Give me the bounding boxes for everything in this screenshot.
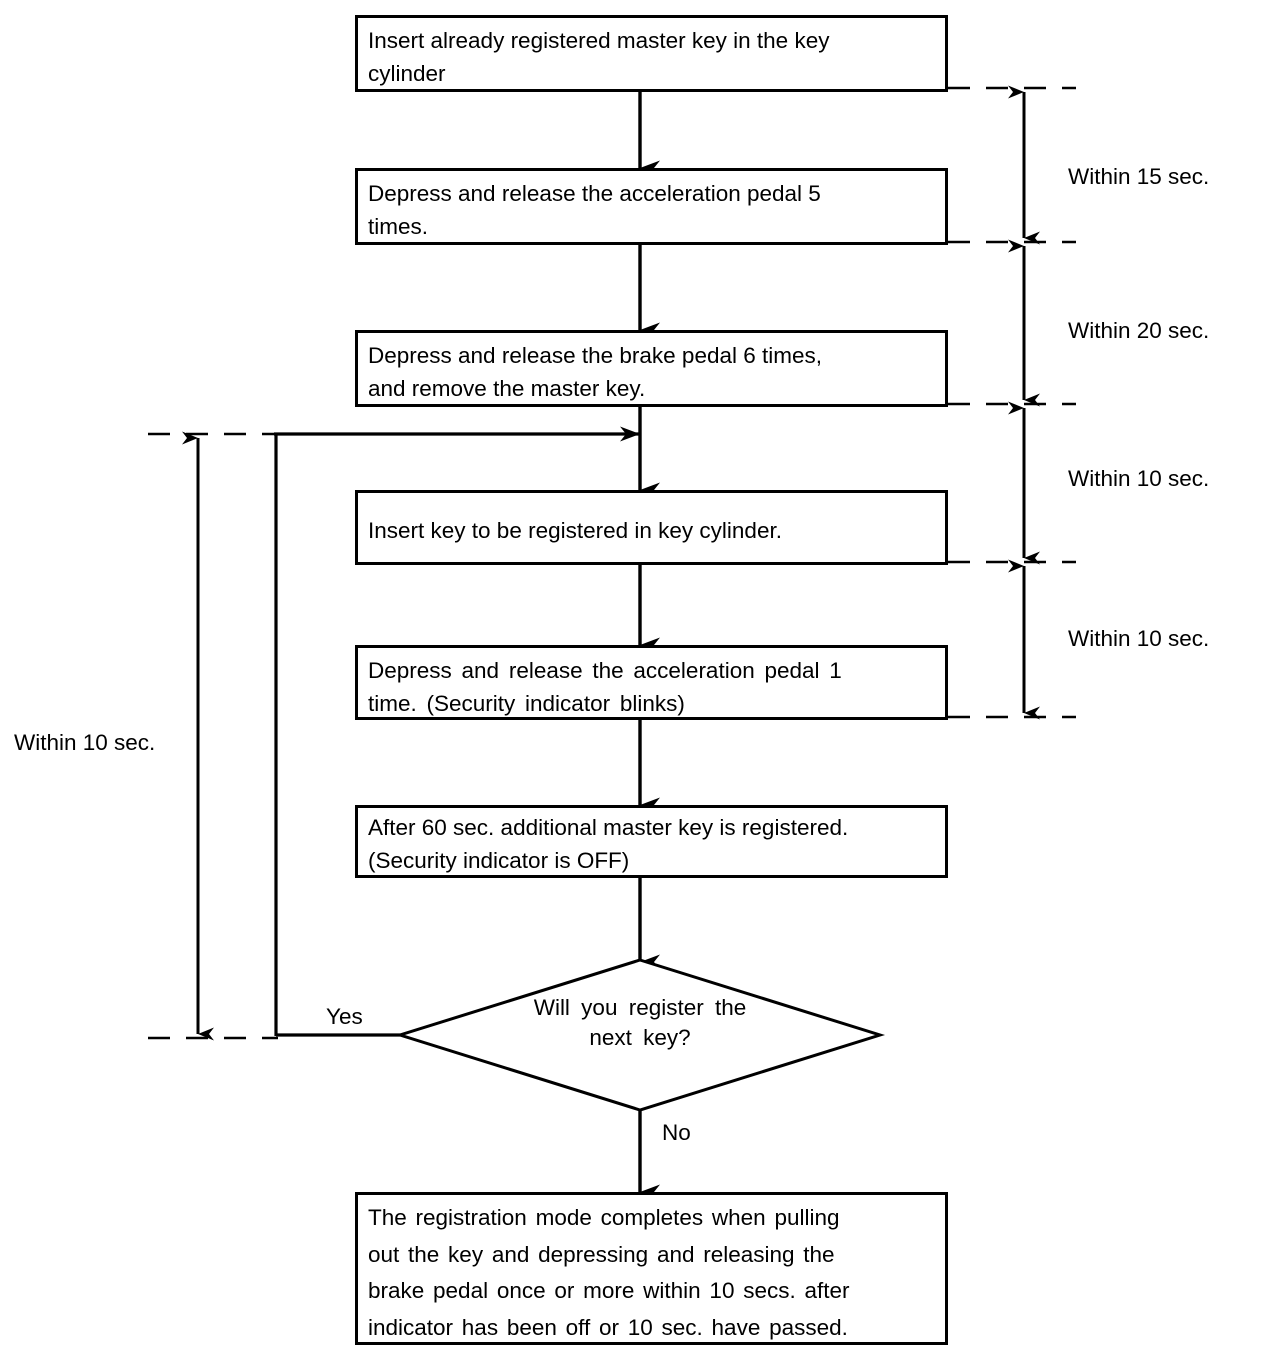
process-box-line: Depress and release the acceleration ped… (368, 658, 842, 683)
timing-note-within-15-sec: Within 15 sec. (1068, 164, 1210, 189)
edge-label-yes: Yes (326, 1004, 363, 1029)
final-box-line: The registration mode completes when pul… (368, 1205, 840, 1230)
decision-label-line: Will you register the (533, 995, 747, 1020)
process-box-line: and remove the master key. (368, 376, 646, 401)
process-box-line: Insert key to be registered in key cylin… (368, 518, 782, 543)
process-box-line: times. (368, 214, 429, 239)
timing-note-within-10-sec-loop: Within 10 sec. (14, 730, 156, 755)
decision-diamond-text: Will you register the next key? (400, 995, 880, 1050)
process-box-accel-pedal-1-time: Depress and release the acceleration ped… (355, 645, 948, 720)
process-box-accel-pedal-5-times: Depress and release the acceleration ped… (355, 168, 948, 245)
process-box-insert-master-key: Insert already registered master key in … (355, 15, 948, 92)
process-box-line: (Security indicator is OFF) (368, 848, 630, 873)
final-box-line: indicator has been off or 10 sec. have p… (368, 1314, 848, 1340)
process-box-line: cylinder (368, 61, 446, 86)
process-box-line: Depress and release the acceleration ped… (368, 181, 821, 206)
timing-note-within-20-sec: Within 20 sec. (1068, 318, 1210, 343)
final-box-line: brake pedal once or more within 10 secs.… (368, 1278, 850, 1303)
process-box-line: Insert already registered master key in … (368, 28, 830, 53)
process-box-line: Depress and release the brake pedal 6 ti… (368, 343, 823, 368)
decision-diamond (394, 958, 886, 1112)
timing-note-within-10-sec-a: Within 10 sec. (1068, 466, 1210, 491)
final-box-line: out the key and depressing and releasing… (368, 1241, 835, 1267)
process-box-line: time. (Security indicator blinks) (368, 691, 685, 716)
process-box-after-60-sec-registered: After 60 sec. additional master key is r… (355, 805, 948, 878)
process-box-insert-key-to-register: Insert key to be registered in key cylin… (355, 490, 948, 565)
timing-note-within-10-sec-b: Within 10 sec. (1068, 626, 1210, 651)
process-box-registration-complete: The registration mode completes when pul… (355, 1192, 948, 1345)
process-box-line: After 60 sec. additional master key is r… (368, 815, 849, 840)
edge-label-no: No (662, 1120, 691, 1145)
decision-label-line: next key? (589, 1025, 691, 1050)
process-box-brake-pedal-6-times: Depress and release the brake pedal 6 ti… (355, 330, 948, 407)
